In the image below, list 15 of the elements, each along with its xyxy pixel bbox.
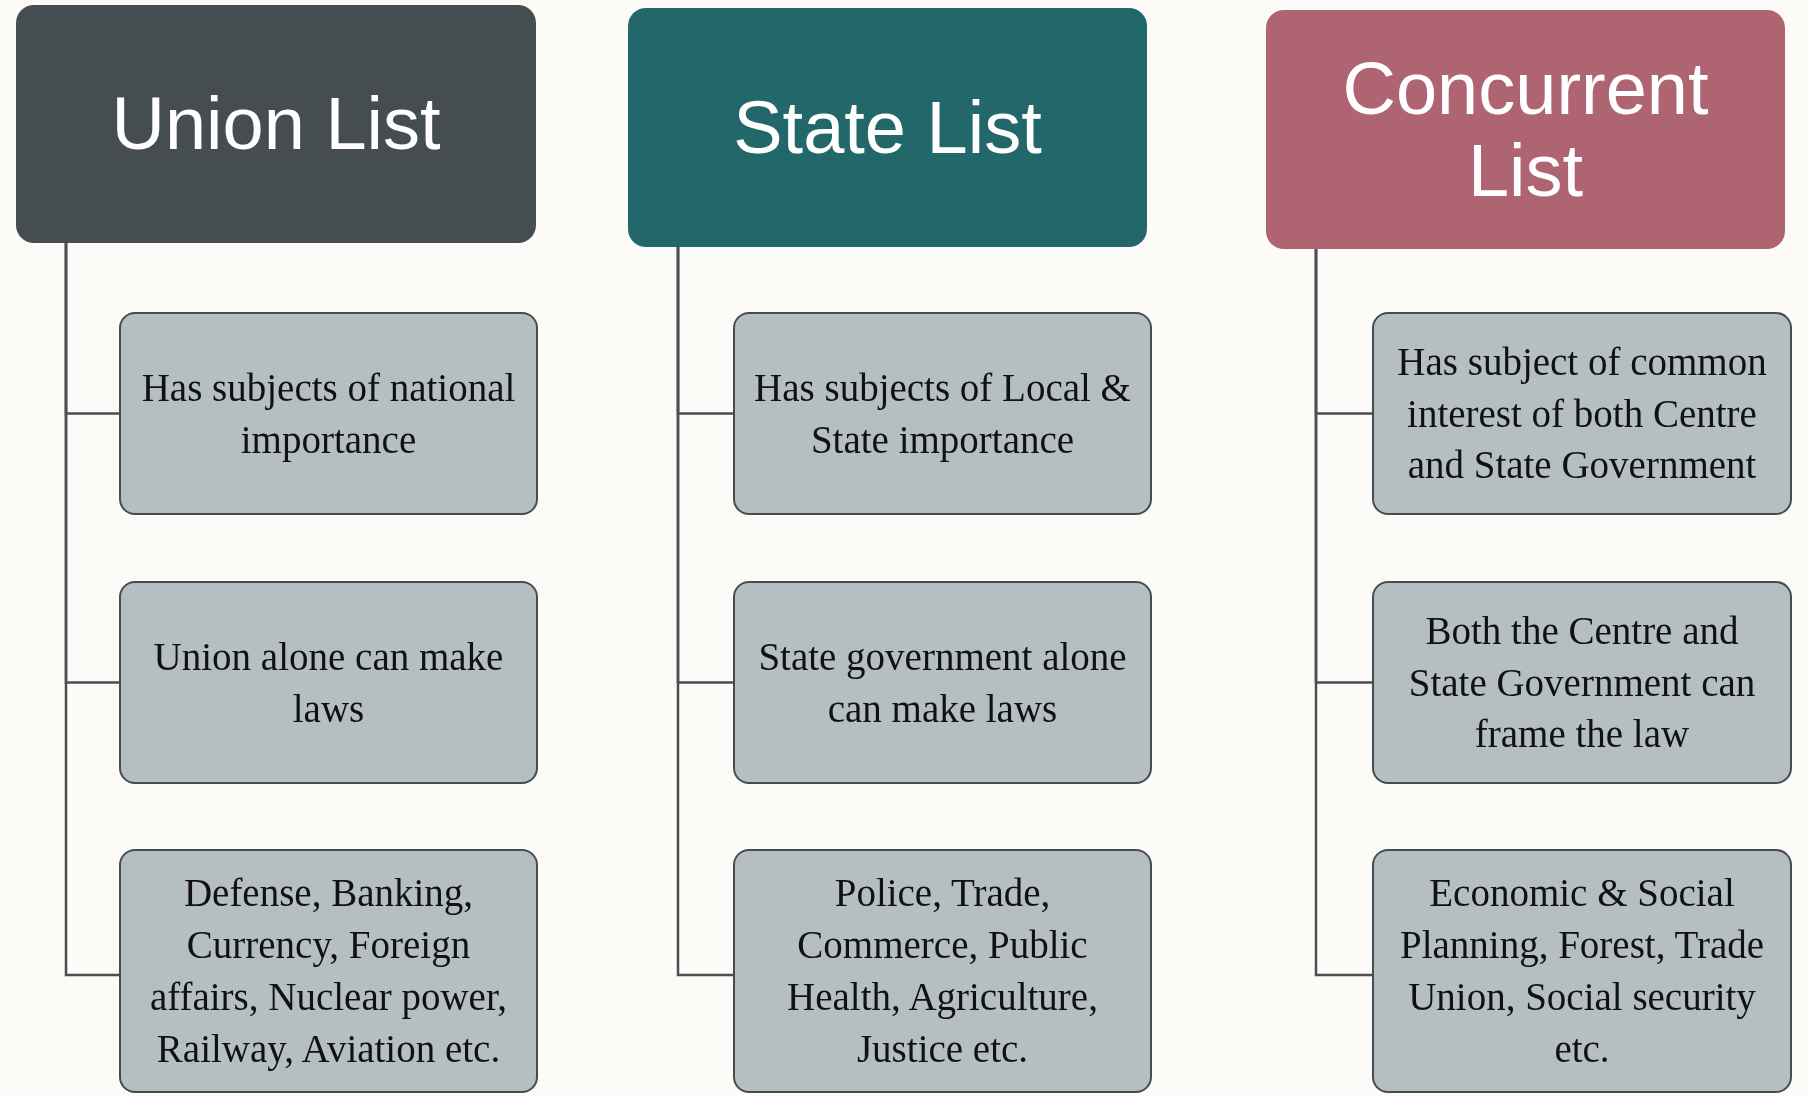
category-header: Union List xyxy=(16,5,536,243)
info-box: Has subjects of Local & State importance xyxy=(733,312,1152,515)
category-header: State List xyxy=(628,8,1147,247)
info-box: Has subject of common interest of both Centre and State Government xyxy=(1372,312,1792,515)
connector-line xyxy=(676,247,733,977)
connector-line xyxy=(64,243,119,977)
info-box: Economic & Social Planning, Forest, Trade Union, Social security etc. xyxy=(1372,849,1792,1093)
info-box: Union alone can make laws xyxy=(119,581,538,784)
info-box: State government alone can make laws xyxy=(733,581,1152,784)
info-box: Both the Centre and State Government can frame the law xyxy=(1372,581,1792,784)
info-box: Police, Trade, Commerce, Public Health, Agriculture, Justice etc. xyxy=(733,849,1152,1093)
category-header: Concurrent List xyxy=(1266,10,1785,249)
info-box: Defense, Banking, Currency, Foreign affairs, Nuclear power, Railway, Aviation etc. xyxy=(119,849,538,1093)
info-box: Has subjects of national importance xyxy=(119,312,538,515)
connector-line xyxy=(1314,249,1372,977)
